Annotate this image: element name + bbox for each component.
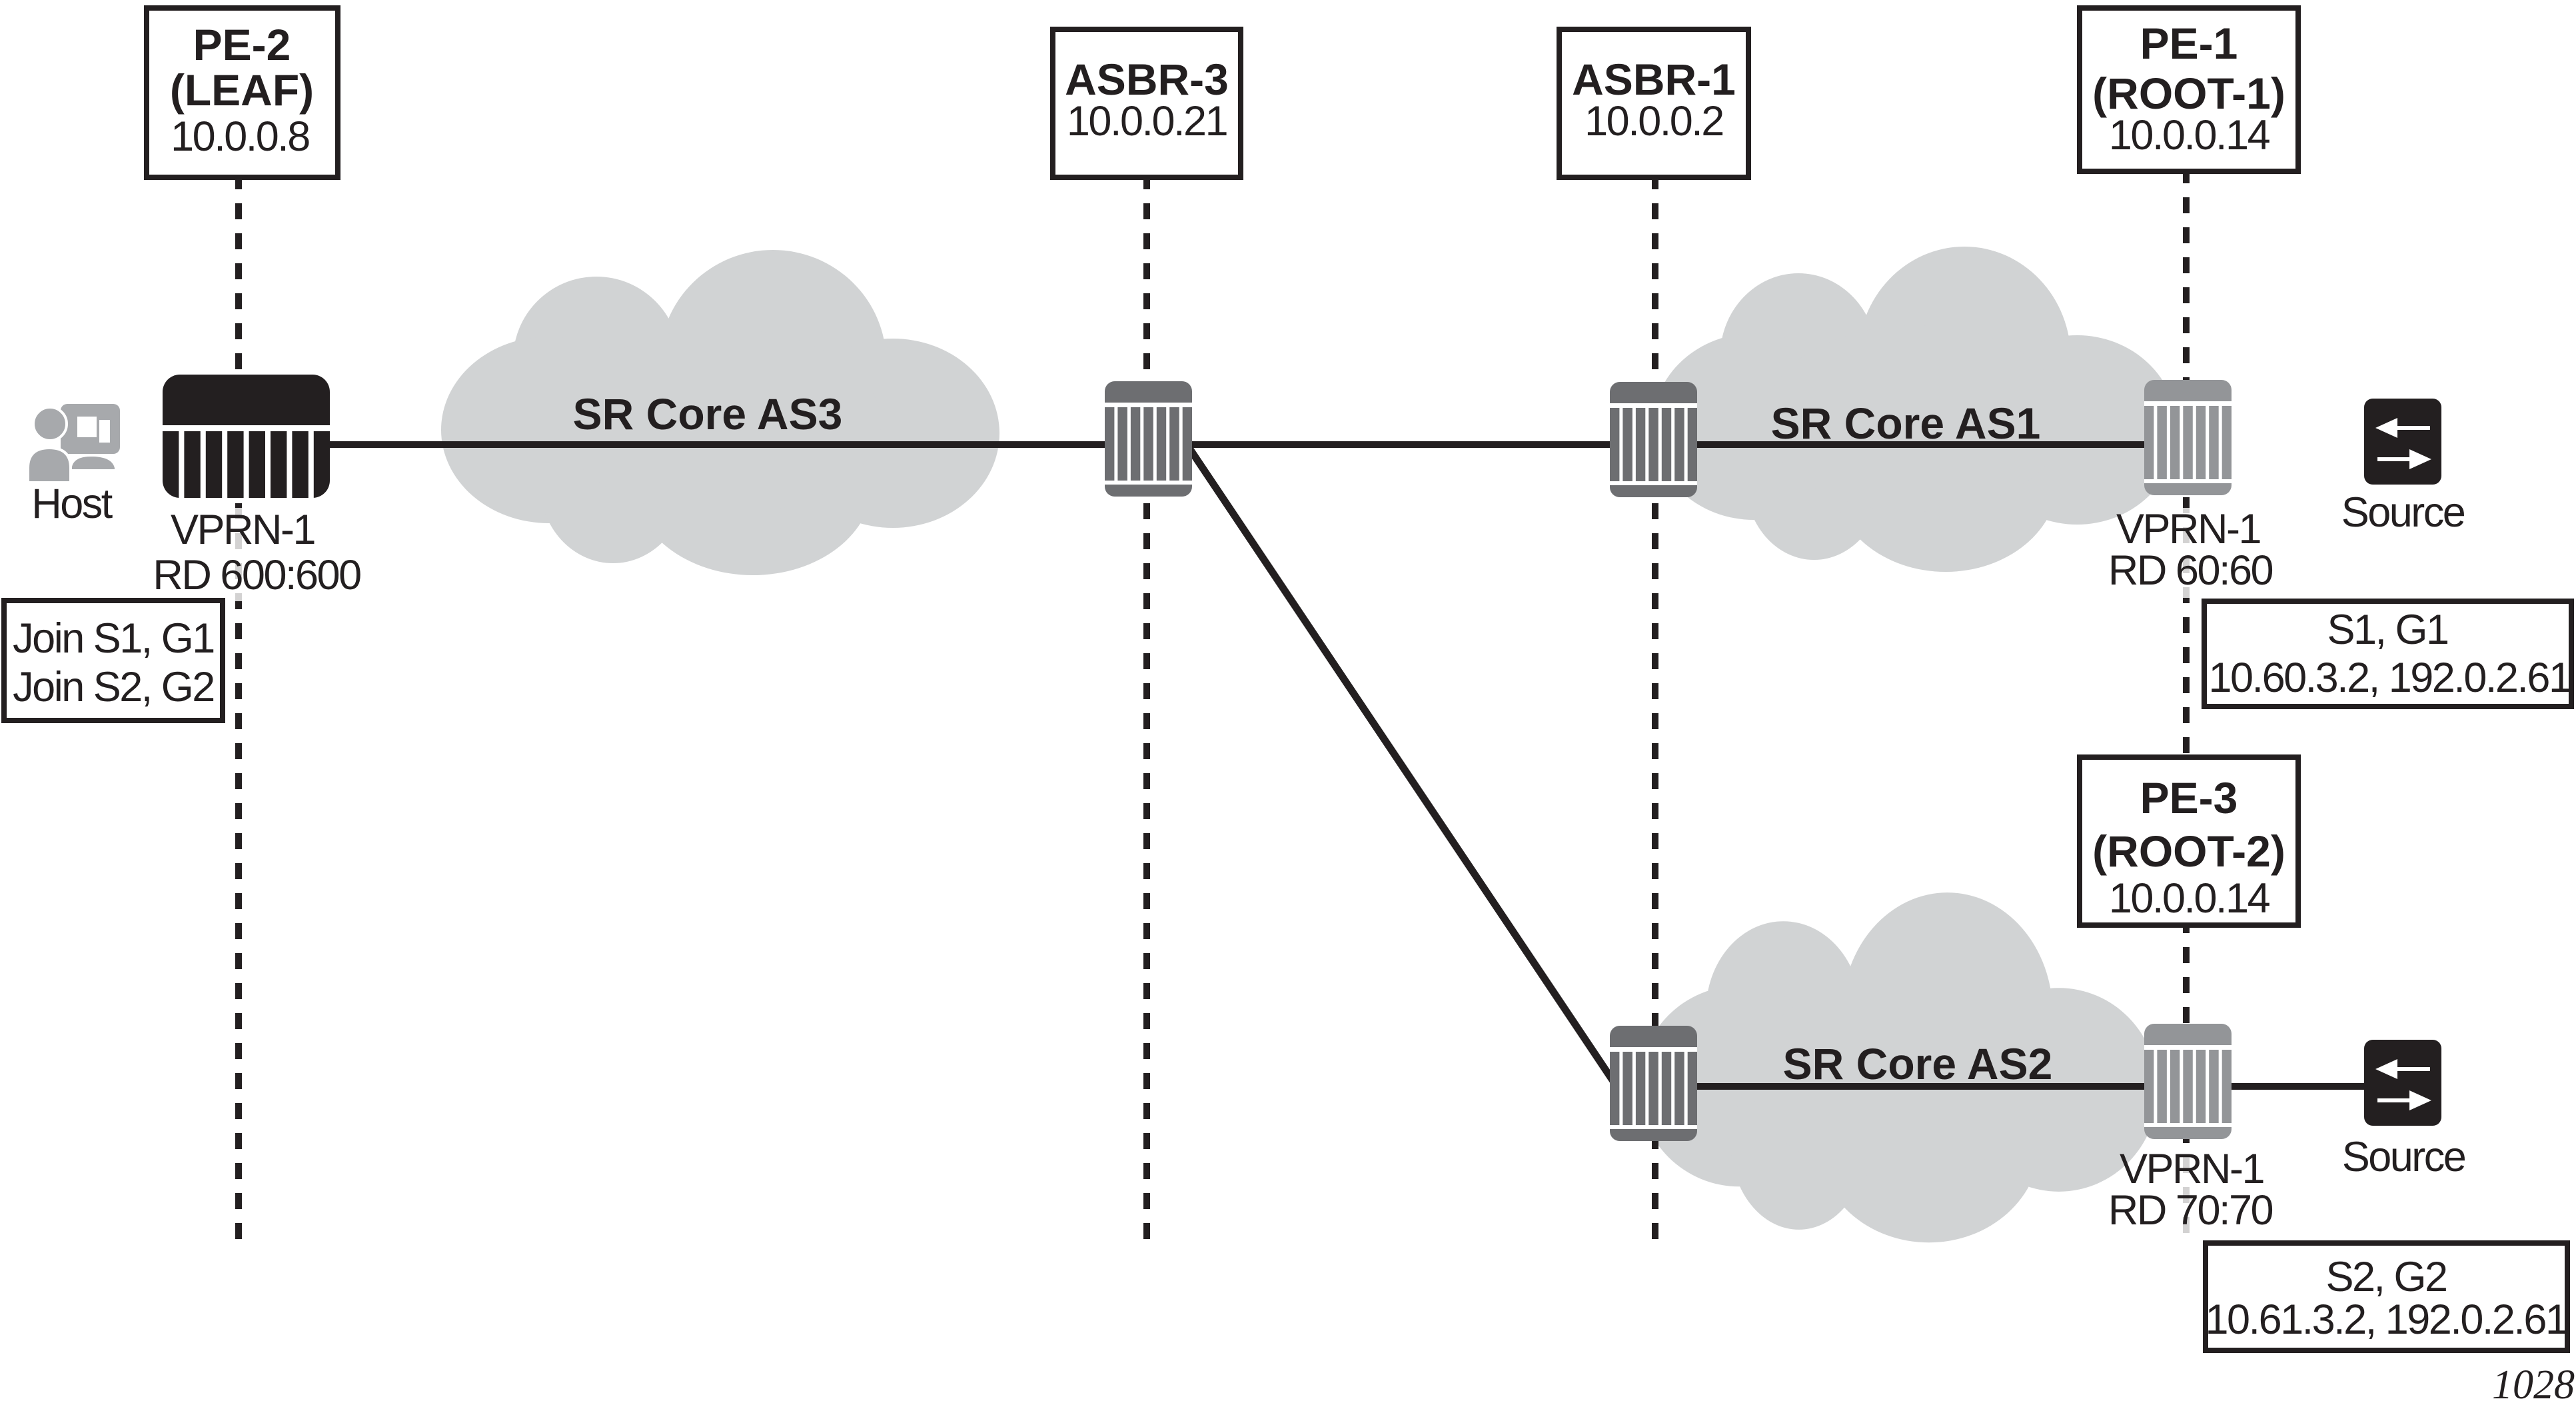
svg-text:PE-3: PE-3 [2140, 773, 2238, 822]
svg-text:10.0.0.14: 10.0.0.14 [2109, 112, 2270, 159]
svg-text:VPRN-1: VPRN-1 [2116, 506, 2260, 553]
svg-text:PE-1: PE-1 [2140, 19, 2238, 68]
svg-text:VPRN-1: VPRN-1 [171, 507, 315, 553]
svg-text:PE-2: PE-2 [193, 20, 291, 69]
svg-text:10.0.0.14: 10.0.0.14 [2109, 875, 2270, 922]
svg-text:10.0.0.2: 10.0.0.2 [1585, 98, 1723, 145]
svg-text:Join S2, G2: Join S2, G2 [13, 664, 214, 710]
svg-text:10.61.3.2, 192.0.2.61: 10.61.3.2, 192.0.2.61 [2205, 1296, 2567, 1343]
svg-text:Source: Source [2341, 489, 2465, 536]
svg-text:Source: Source [2342, 1134, 2465, 1180]
svg-text:S1, G1: S1, G1 [2327, 607, 2447, 653]
svg-text:(ROOT-2): (ROOT-2) [2092, 826, 2285, 876]
svg-text:10.60.3.2, 192.0.2.61: 10.60.3.2, 192.0.2.61 [2208, 655, 2570, 701]
svg-text:1028: 1028 [2492, 1362, 2575, 1407]
svg-text:VPRN-1: VPRN-1 [2120, 1146, 2263, 1192]
svg-text:ASBR-1: ASBR-1 [1572, 55, 1736, 104]
svg-text:10.0.0.21: 10.0.0.21 [1067, 98, 1227, 145]
svg-text:SR Core AS2: SR Core AS2 [1783, 1039, 2053, 1088]
svg-text:Join S1, G1: Join S1, G1 [13, 615, 214, 662]
svg-text:S2, G2: S2, G2 [2325, 1254, 2446, 1300]
svg-text:RD 60:60: RD 60:60 [2108, 547, 2273, 594]
svg-text:(LEAF): (LEAF) [170, 65, 314, 115]
svg-text:(ROOT-1): (ROOT-1) [2092, 69, 2285, 118]
svg-text:SR Core AS1: SR Core AS1 [1771, 399, 2041, 448]
svg-text:ASBR-3: ASBR-3 [1065, 55, 1229, 104]
svg-text:Host: Host [31, 481, 113, 527]
svg-text:SR Core AS3: SR Core AS3 [573, 389, 843, 439]
svg-text:10.0.0.8: 10.0.0.8 [171, 113, 309, 160]
svg-text:RD 600:600: RD 600:600 [153, 552, 360, 599]
svg-text:RD 70:70: RD 70:70 [2108, 1187, 2273, 1234]
